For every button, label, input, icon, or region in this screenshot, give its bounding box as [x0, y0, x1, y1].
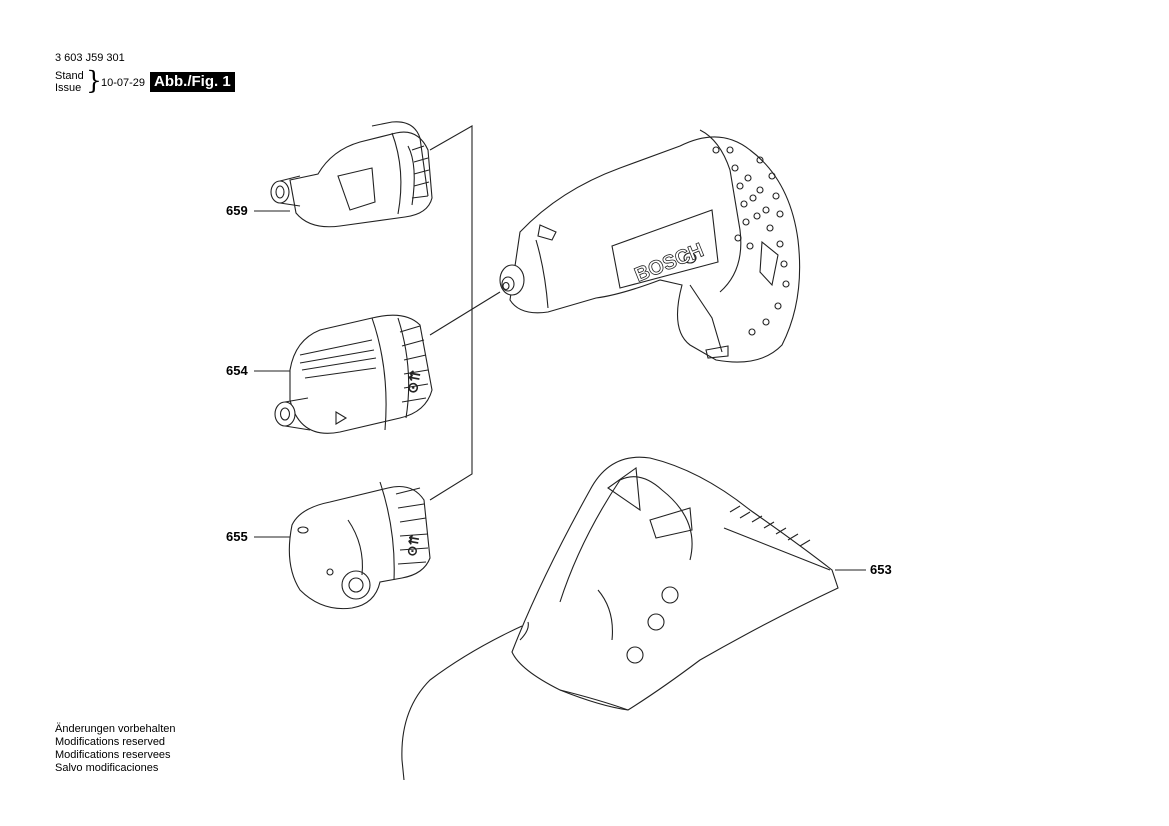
adapter-654-drawing: ⊙⇈ — [274, 314, 433, 434]
screwdriver-drawing: BOSCH — [499, 129, 801, 363]
issue-date: 10-07-29 — [101, 77, 146, 89]
connection-lines — [429, 125, 501, 501]
part-label-655: 655 — [226, 529, 248, 544]
stand-issue-labels: Stand Issue — [55, 70, 84, 94]
grip-dots — [712, 146, 790, 336]
modification-notes: Änderungen vorbehalten Modifications res… — [55, 723, 175, 775]
document-number: 3 603 J59 301 — [55, 52, 125, 64]
svg-text:⊙⇈: ⊙⇈ — [404, 369, 424, 395]
issue-label: Issue — [55, 82, 82, 94]
part-label-654: 654 — [226, 363, 248, 378]
figure-label: Abb./Fig. 1 — [150, 72, 235, 92]
charger-drawing — [401, 456, 839, 781]
note-es: Salvo modificaciones — [55, 762, 159, 774]
part-label-653: 653 — [870, 562, 892, 577]
adapter-655-drawing: ⊙⇈ — [288, 481, 431, 610]
stand-label: Stand — [55, 70, 84, 82]
note-en: Modifications reserved — [55, 736, 166, 748]
brace-glyph: } — [86, 66, 102, 95]
part-label-659: 659 — [226, 203, 248, 218]
note-de: Änderungen vorbehalten — [55, 723, 176, 735]
adapter-659-drawing — [270, 121, 433, 228]
svg-text:⊙⇈: ⊙⇈ — [404, 533, 423, 557]
note-fr: Modifications reservees — [55, 749, 171, 761]
